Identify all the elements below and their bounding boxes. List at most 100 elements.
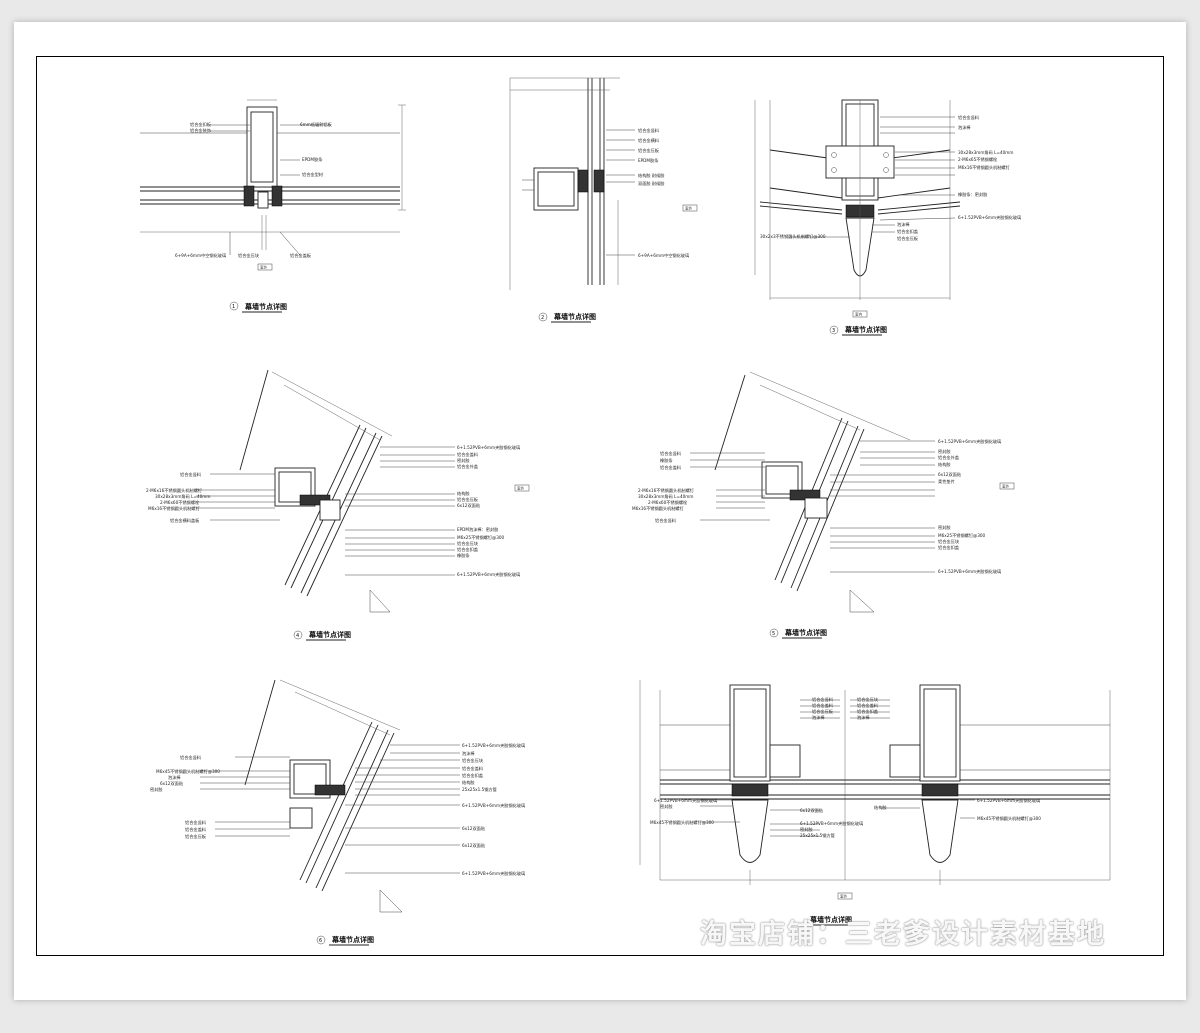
d6-label-13: 铝合金压块 [462, 757, 484, 764]
d1-label-5: 6+9A+6mm中空钢化玻璃 [175, 252, 226, 259]
d4-label-17: 橡胶条 [457, 552, 470, 559]
d1-label-1: 铝合金装饰 [190, 127, 211, 134]
detail-7-drawing [639, 680, 1111, 885]
d5-label-15: M6x25不锈钢螺钉@300 [938, 532, 986, 539]
d7-label-7b: 密封胶 [800, 826, 813, 833]
d1-number: 1 [232, 304, 235, 310]
d5-number: 5 [772, 631, 775, 637]
d6-label-1: 泡沫棒 [168, 774, 181, 781]
d5-label-5: 铝合金外盖 [938, 454, 959, 461]
d5-label-6: 铝合金竖料 [655, 517, 677, 524]
d7-tag: 室外 [840, 894, 848, 899]
d5-label-12: 6x12双面贴 [938, 471, 961, 478]
d7-label-7: 密封胶 [660, 803, 673, 810]
d7-label-15: 铝合金盖料 [857, 702, 879, 709]
d1-label-0: 铝合金扣板 [190, 121, 212, 128]
detail-4-drawing [196, 369, 455, 613]
d2-label-0: 铝合金竖料 [638, 127, 660, 134]
d5-label-11: 结构胶 [938, 461, 951, 468]
d6-label-15: 铝合金扣盖 [462, 772, 483, 779]
d5-label-1: 橡胶条 [660, 457, 673, 464]
d3-number: 3 [832, 328, 835, 334]
d7-label-2: 6+1.52PVB+6mm夹胶钢化玻璃 [654, 797, 717, 804]
d5-label-14: 密封胶 [938, 524, 951, 531]
d4-label-1: 2-M6x16不锈钢圆头机制螺钉 [146, 487, 203, 494]
d3-label-9: 铝合金压板 [897, 235, 919, 242]
d7-label-5: 6+1.52PVB+6mm夹胶钢化玻璃 [800, 820, 863, 827]
d2-label-4: 结构胶 耐候胶 [638, 172, 664, 179]
d4-label-16: 铝合金扣盖 [457, 546, 478, 553]
d6-label-12: 泡沫棒 [462, 750, 475, 757]
d4-label-14: M6x25不锈钢螺钉@300 [457, 534, 505, 541]
d4-label-18: 6+1.52PVB+6mm夹胶钢化玻璃 [457, 571, 520, 578]
d2-number: 2 [541, 315, 544, 321]
d6-label-7: 密封胶 [150, 786, 163, 793]
d4-label-7: 铝合金盖料 [457, 451, 479, 458]
d4-label-8: 密封胶 [457, 457, 470, 464]
d3-tag: 室内 [855, 312, 863, 317]
d6-title: 幕墙节点详图 [331, 935, 374, 944]
d7-label-16: 铝合金扣盖 [857, 708, 878, 715]
shop-watermark: 淘宝店铺：三老爹设计素材基地 [700, 919, 1106, 950]
d4-label-10: 结构胶 [457, 490, 470, 497]
d6-label-14: 铝合金盖料 [462, 765, 484, 772]
d5-label-4: 密封胶 [938, 448, 951, 455]
d5-title: 幕墙节点详图 [784, 628, 827, 637]
d6-label-4: 结构胶 [462, 779, 475, 786]
d2-tag: 室外 [685, 206, 693, 211]
d5-tag: 室外 [1002, 484, 1010, 489]
d6-label-2: 6+1.52PVB+6mm夹胶钢化玻璃 [462, 742, 525, 749]
d4-label-3: 2-M6x60不锈钢螺栓 [160, 499, 200, 506]
d2-label-6: 6+9A+6mm中空钢化玻璃 [638, 252, 689, 259]
d7-label-8: 25x25x1.5钢方管 [800, 832, 835, 839]
d5-label-13: 柔性垫片 [938, 478, 955, 485]
d1-label-6: 铝合金压块 [238, 252, 260, 259]
d6-label-0: 铝合金竖料 [180, 754, 202, 761]
d3-label-2: 30x28x3mm角码 L=40mm [958, 149, 1013, 156]
d6-label-3c: 6x12双面贴 [462, 842, 485, 849]
d6-label-3b: 6x12双面贴 [462, 825, 485, 832]
d3-label-0: 铝合金竖料 [958, 114, 980, 121]
d2-title: 幕墙节点详图 [553, 312, 596, 321]
d6-label-6: M6x45不锈钢圆头机制螺钉@300 [156, 768, 220, 775]
d3-label-5: 橡胶条：密封胶 [958, 191, 987, 198]
d1-title: 幕墙节点详图 [244, 302, 287, 311]
d3-label-6: 6+1.52PVB+6mm夹胶钢化玻璃 [958, 214, 1021, 221]
d2-label-2: 铝合金压板 [638, 147, 660, 154]
d4-label-9: 铝合金外盖 [457, 463, 478, 470]
d3-title: 幕墙节点详图 [844, 325, 887, 334]
d7-label-2r: 6+1.52PVB+6mm夹胶钢化玻璃 [977, 797, 1040, 804]
d7-label-10: 铝合金竖料 [812, 696, 834, 703]
d4-label-6: 6+1.52PVB+6mm夹胶钢化玻璃 [457, 444, 520, 451]
detail-3-drawing [754, 99, 961, 300]
d5-label-3: 铝合金盖料 [660, 464, 682, 471]
d3-label-10: 30x2x3不锈钢圆头机制螺钉@300 [760, 233, 826, 240]
d7-label-12: 铝合金压板 [812, 708, 834, 715]
d3-label-3: 2-M6x65不锈钢螺栓 [958, 156, 998, 163]
d5-label-2: 6+1.52PVB+6mm夹胶钢化玻璃 [938, 438, 1001, 445]
d5-label-10: M6x16不锈钢圆头机制螺钉 [632, 505, 685, 512]
d6-label-8: 25x25x1.5钢方管 [462, 786, 497, 793]
d5-label-8: 30x28x3mm角码 L=40mm [638, 493, 693, 500]
d6-label-11: 铝合金压板 [185, 833, 207, 840]
d1-label-3: EPDM胶条 [302, 156, 323, 163]
d4-label-2: 30x28x3mm角码 L=40mm [155, 493, 210, 500]
d5-label-7: 2-M6x16不锈钢圆头机制螺钉 [638, 487, 695, 494]
d4-tag: 室外 [517, 486, 525, 491]
d5-label-16: 铝合金压块 [938, 538, 960, 545]
d4-label-4: M6x16不锈钢圆头机制螺钉 [148, 505, 201, 512]
d3-label-7: 泡沫棒 [897, 221, 910, 228]
d5-label-9: 2-M6x60不锈钢螺栓 [648, 499, 688, 506]
d6-label-3: 6x12双面贴 [160, 780, 183, 787]
d1-label-2: 6mm低辐射铝板 [300, 121, 333, 128]
d2-label-5: 双面胶 耐候胶 [638, 180, 664, 187]
d1-tag: 室外 [260, 265, 268, 270]
d1-label-7: 铝合金盖板 [290, 252, 312, 259]
detail-6-drawing [200, 679, 460, 913]
d7-label-11: 铝合金盖料 [812, 702, 834, 709]
d2-label-3: EPDM胶条 [638, 157, 659, 164]
d6-label-5: 6+1.52PVB+6mm夹胶钢化玻璃 [462, 802, 525, 809]
d7-label-6: M6x45不锈钢圆头机制螺钉@300 [650, 819, 714, 826]
d4-label-5: 铝合金横料盖板 [170, 517, 200, 524]
